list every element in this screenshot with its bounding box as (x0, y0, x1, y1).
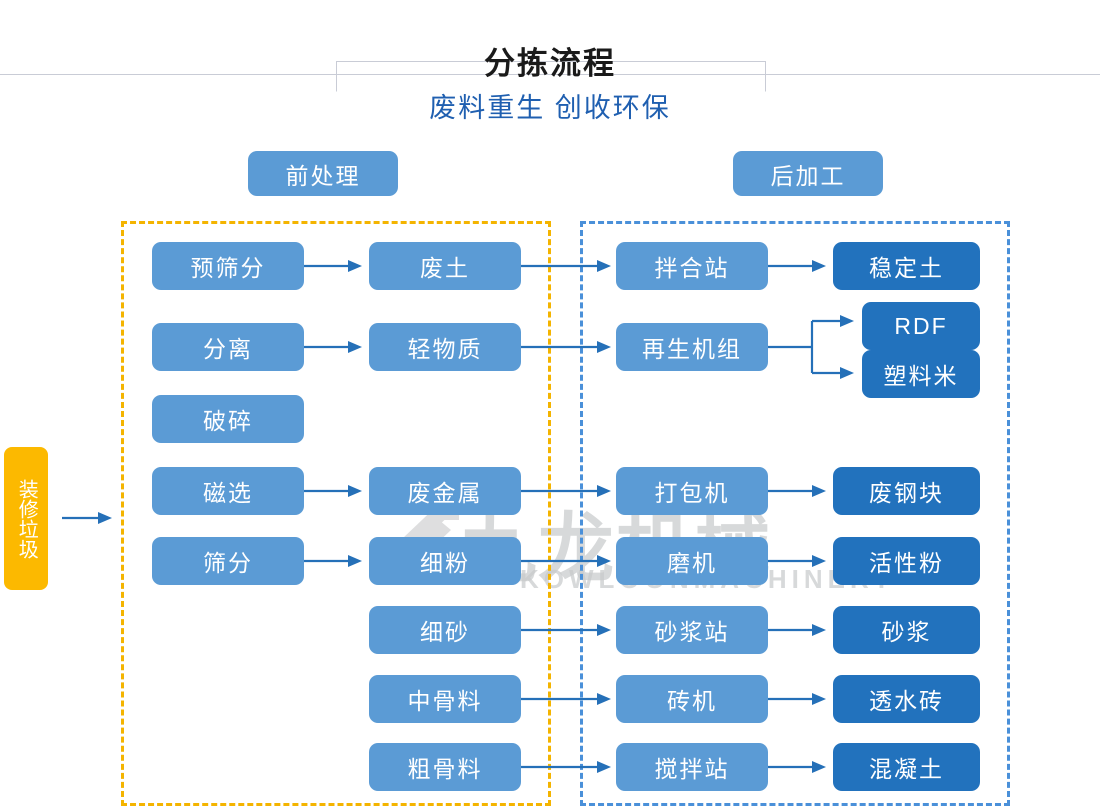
node-magnetic-sep[interactable]: 磁选 (152, 467, 304, 515)
node-recycling-unit[interactable]: 再生机组 (616, 323, 768, 371)
product-scrap-steel[interactable]: 废钢块 (833, 467, 980, 515)
node-crushing[interactable]: 破碎 (152, 395, 304, 443)
node-concrete-batching[interactable]: 搅拌站 (616, 743, 768, 791)
section-tag-pretreatment[interactable]: 前处理 (248, 151, 398, 196)
product-stabilized-soil[interactable]: 稳定土 (833, 242, 980, 290)
node-scrap-metal[interactable]: 废金属 (369, 467, 521, 515)
zone-pretreatment (121, 221, 551, 806)
node-screening[interactable]: 筛分 (152, 537, 304, 585)
product-concrete[interactable]: 混凝土 (833, 743, 980, 791)
zone-postprocessing (580, 221, 1010, 806)
node-mixing-station[interactable]: 拌合站 (616, 242, 768, 290)
product-mortar[interactable]: 砂浆 (833, 606, 980, 654)
page-title: 分拣流程 (484, 46, 616, 81)
product-plastic-pellet[interactable]: 塑料米 (862, 350, 980, 398)
input-node-construction-waste[interactable]: 装修垃圾 (4, 447, 48, 590)
node-fine-powder[interactable]: 细粉 (369, 537, 521, 585)
node-baler[interactable]: 打包机 (616, 467, 768, 515)
page-subtitle: 废料重生 创收环保 (0, 86, 1100, 125)
section-tag-postprocessing[interactable]: 后加工 (733, 151, 883, 196)
node-medium-aggregate[interactable]: 中骨料 (369, 675, 521, 723)
node-light-material[interactable]: 轻物质 (369, 323, 521, 371)
node-coarse-aggregate[interactable]: 粗骨料 (369, 743, 521, 791)
node-separation[interactable]: 分离 (152, 323, 304, 371)
node-grinding-mill[interactable]: 磨机 (616, 537, 768, 585)
product-rdf[interactable]: RDF (862, 302, 980, 350)
node-mortar-station[interactable]: 砂浆站 (616, 606, 768, 654)
node-waste-soil[interactable]: 废土 (369, 242, 521, 290)
product-permeable-brick[interactable]: 透水砖 (833, 675, 980, 723)
header-divider-rule (0, 74, 1100, 75)
node-brick-machine[interactable]: 砖机 (616, 675, 768, 723)
node-fine-sand[interactable]: 细砂 (369, 606, 521, 654)
product-active-powder[interactable]: 活性粉 (833, 537, 980, 585)
node-pre-screening[interactable]: 预筛分 (152, 242, 304, 290)
